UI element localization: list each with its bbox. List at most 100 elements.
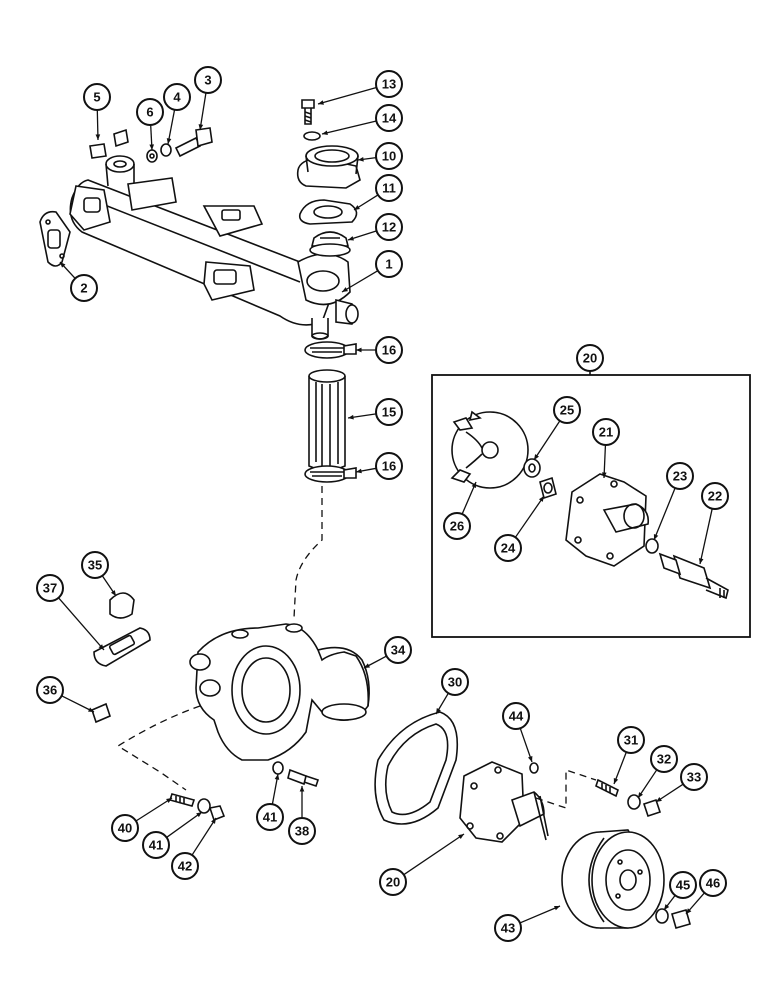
callout-arrowhead	[653, 534, 659, 540]
callout-circle	[680, 763, 708, 791]
callout-arrowhead	[356, 347, 362, 353]
callout-stud: 31	[613, 726, 645, 785]
callout-number: 25	[560, 403, 574, 418]
callout-circle	[375, 142, 403, 170]
callout-number: 3	[204, 73, 211, 88]
callout-leader	[167, 109, 176, 145]
pump-body	[565, 473, 650, 567]
callout-arrowhead	[356, 468, 362, 474]
thermostat-housing	[296, 145, 361, 189]
callout-nut: 42	[171, 817, 217, 880]
callout-circle	[494, 914, 522, 942]
callout-circle	[576, 344, 604, 372]
water-manifold	[69, 155, 359, 340]
callout-number: 20	[386, 875, 400, 890]
callout-number: 23	[673, 469, 687, 484]
callout-circle	[375, 70, 403, 98]
callout-circle	[375, 336, 403, 364]
callout-circle	[384, 636, 412, 664]
lock-washer-41-upper	[272, 761, 284, 775]
callout-number: 6	[146, 105, 153, 120]
callout-circle	[443, 512, 471, 540]
callout-number: 33	[687, 770, 701, 785]
callout-number: 16	[382, 459, 396, 474]
callout-arrowhead	[166, 138, 172, 144]
callout-lock-washer: 45	[663, 871, 697, 911]
callout-arrowhead	[527, 756, 533, 762]
callout-arrowhead	[95, 134, 101, 140]
callout-water-pump-kit: 20	[576, 344, 604, 372]
stud-31	[595, 778, 619, 798]
callout-number: 41	[149, 838, 163, 853]
callout-number: 22	[708, 489, 722, 504]
callout-hose: 15	[347, 398, 403, 426]
callout-leader	[514, 495, 545, 538]
lock-washer-45	[655, 908, 669, 924]
callout-gasket: 2	[59, 261, 98, 302]
callout-seal: 24	[494, 495, 545, 562]
callout-washer: 6	[136, 98, 164, 151]
callout-gasket: 30	[435, 668, 469, 715]
callout-pump-housing: 34	[363, 636, 412, 669]
callout-leader	[321, 120, 377, 135]
callout-leader	[461, 481, 477, 515]
thermostat	[309, 231, 351, 257]
callout-circle	[375, 213, 403, 241]
callout-circle	[669, 871, 697, 899]
callout-circle	[111, 814, 139, 842]
callout-number: 36	[43, 683, 57, 698]
bolt-38	[287, 768, 320, 788]
callout-number: 41	[263, 810, 277, 825]
callout-layer: 1314101112134652161516202521232226243537…	[36, 66, 729, 942]
callout-arrowhead	[110, 590, 116, 596]
callout-arrowhead	[149, 144, 155, 150]
callout-circle	[171, 852, 199, 880]
hose-clamp-lower	[304, 465, 357, 483]
callout-number: 21	[599, 425, 613, 440]
callout-water-manifold: 1	[341, 250, 403, 293]
callout-number: 45	[676, 878, 690, 893]
callout-bolt: 3	[194, 66, 222, 131]
callout-arrowhead	[198, 124, 204, 130]
callout-arrowhead	[166, 798, 172, 803]
callout-circle	[699, 869, 727, 897]
callout-arrowhead	[211, 818, 216, 824]
callout-circle	[70, 274, 98, 302]
pipe-plug-36	[91, 702, 111, 724]
callout-leader	[191, 817, 217, 856]
callout-circle	[36, 676, 64, 704]
callout-shaft-bearing: 22	[698, 482, 729, 565]
callout-fitting: 44	[502, 702, 533, 763]
callout-seal: 25	[533, 396, 581, 461]
callout-circle	[194, 66, 222, 94]
callout-pulley: 43	[494, 905, 561, 942]
pump-gasket-30	[374, 711, 459, 825]
callout-arrowhead	[299, 786, 305, 792]
callout-arrowhead	[436, 708, 441, 714]
callout-leader	[199, 92, 207, 131]
callout-leader	[699, 508, 713, 565]
callout-number: 37	[43, 581, 57, 596]
hose	[308, 369, 346, 471]
callout-thermostat-housing: 10	[357, 142, 403, 170]
callout-arrowhead	[342, 287, 348, 292]
callout-impeller: 26	[443, 481, 477, 540]
nut-33	[642, 798, 662, 818]
callout-number: 42	[178, 859, 192, 874]
callout-number: 34	[391, 643, 406, 658]
pulley	[561, 829, 665, 929]
callout-plug: 35	[81, 551, 117, 597]
callout-arrowhead	[364, 663, 370, 668]
callout-circle	[136, 98, 164, 126]
callout-circle	[83, 83, 111, 111]
callout-circle	[379, 868, 407, 896]
nut-46	[671, 909, 691, 929]
callout-circle	[666, 462, 694, 490]
callout-arrowhead	[274, 774, 280, 780]
callout-number: 12	[382, 220, 396, 235]
callout-leader	[58, 597, 105, 651]
callout-hose-clamp: 16	[356, 336, 403, 364]
callout-arrowhead	[638, 792, 644, 798]
callout-circle	[502, 702, 530, 730]
callout-lock-washer: 4	[163, 83, 191, 145]
